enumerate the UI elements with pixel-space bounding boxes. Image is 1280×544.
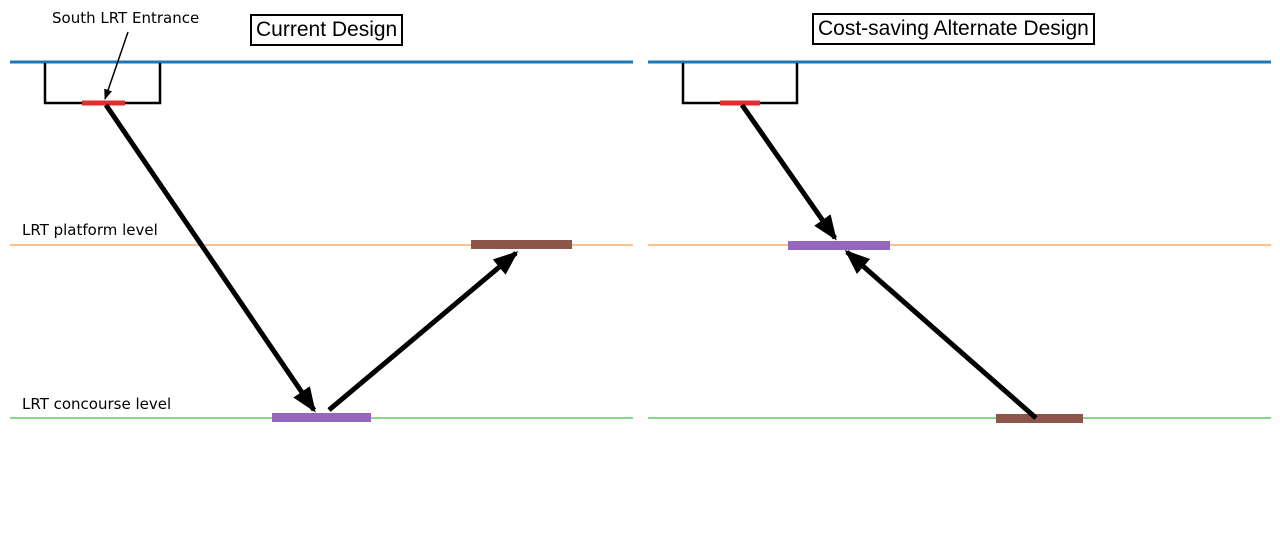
path-arrow-concourse-to-platform-left <box>327 251 519 412</box>
platform-level-label: LRT platform level <box>22 221 158 239</box>
current-design-title: Current Design <box>250 14 404 47</box>
path-arrow-entrance-to-platform-right <box>739 103 838 241</box>
south-entrance-label: South LRT Entrance <box>52 9 200 27</box>
entrance-box-right <box>681 63 799 105</box>
entrance-box-left <box>43 63 162 105</box>
alternate-design-title: Cost-saving Alternate Design <box>812 13 1095 46</box>
annotation-arrow <box>104 31 129 100</box>
concourse-level-label: LRT concourse level <box>22 395 172 413</box>
platform-bar-left-brown <box>471 240 572 249</box>
concourse-bar-right-brown <box>996 414 1083 423</box>
concourse-landing-left-purple <box>272 413 371 422</box>
path-arrow-entrance-to-concourse-left <box>103 103 317 413</box>
platform-landing-right-purple <box>788 241 890 250</box>
path-arrow-concourse-to-platform-right <box>844 250 1038 420</box>
